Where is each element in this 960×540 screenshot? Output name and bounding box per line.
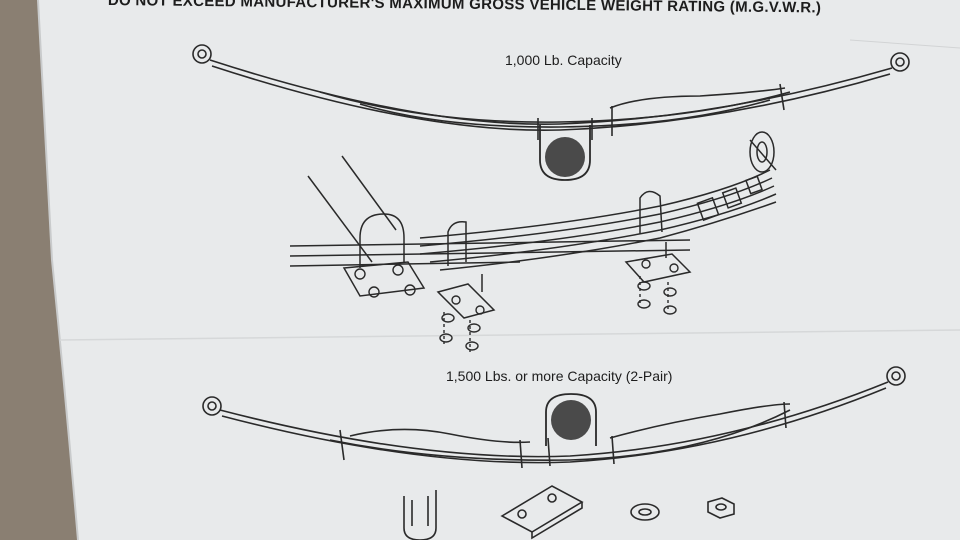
axle-pair bbox=[545, 393, 597, 446]
spring-diagram-pair bbox=[202, 366, 906, 469]
spring-diagram-single bbox=[192, 44, 910, 140]
hex-nut-icon bbox=[707, 497, 735, 519]
hardware-nuts bbox=[354, 259, 679, 352]
u-bolt-icon bbox=[403, 490, 437, 540]
spring-assembly-exploded bbox=[289, 131, 777, 319]
lock-washer-icon bbox=[630, 503, 660, 521]
axle-single bbox=[539, 125, 591, 181]
caption-single-capacity: 1,000 Lb. Capacity bbox=[505, 52, 622, 68]
caption-pair-capacity: 1,500 Lbs. or more Capacity (2-Pair) bbox=[446, 368, 673, 384]
tie-plate-icon bbox=[500, 485, 584, 540]
